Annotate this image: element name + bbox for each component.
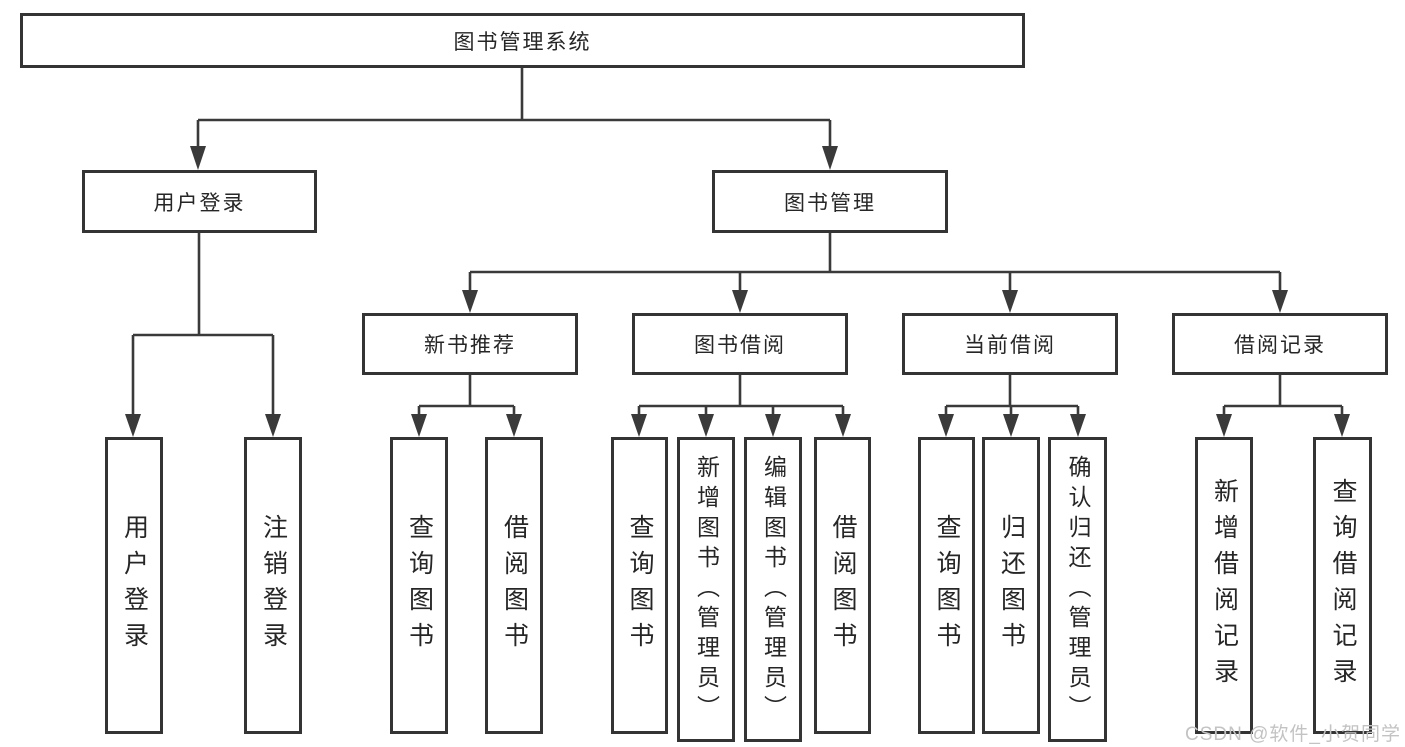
- leaf-borrow-add-books-admin: 新增图书（管理员）: [677, 437, 735, 742]
- node-borrow-records: 借阅记录: [1172, 313, 1388, 375]
- node-root: 图书管理系统: [20, 13, 1025, 68]
- leaf-current-confirm-return-admin: 确认归还（管理员）: [1048, 437, 1107, 742]
- leaf-recommend-borrow-books: 借阅图书: [485, 437, 543, 734]
- leaf-current-return-books: 归还图书: [982, 437, 1040, 734]
- node-new-book-recommend: 新书推荐: [362, 313, 578, 375]
- leaf-borrow-query-books: 查询图书: [611, 437, 668, 734]
- leaf-recommend-query-books: 查询图书: [390, 437, 448, 734]
- arrowheads: [125, 146, 1350, 437]
- leaf-current-query-books: 查询图书: [918, 437, 975, 734]
- node-user-login: 用户登录: [82, 170, 317, 233]
- node-current-borrow: 当前借阅: [902, 313, 1118, 375]
- node-book-management: 图书管理: [712, 170, 948, 233]
- node-book-borrow: 图书借阅: [632, 313, 848, 375]
- leaf-records-query-record: 查询借阅记录: [1313, 437, 1372, 734]
- watermark-text: CSDN @软件_小贺同学: [1185, 724, 1401, 745]
- leaf-borrow-edit-books-admin: 编辑图书（管理员）: [744, 437, 802, 742]
- leaf-borrow-borrow-books: 借阅图书: [814, 437, 871, 734]
- leaf-logout-login: 注销登录: [244, 437, 302, 734]
- leaf-user-login: 用户登录: [105, 437, 163, 734]
- leaf-records-add-record: 新增借阅记录: [1195, 437, 1253, 734]
